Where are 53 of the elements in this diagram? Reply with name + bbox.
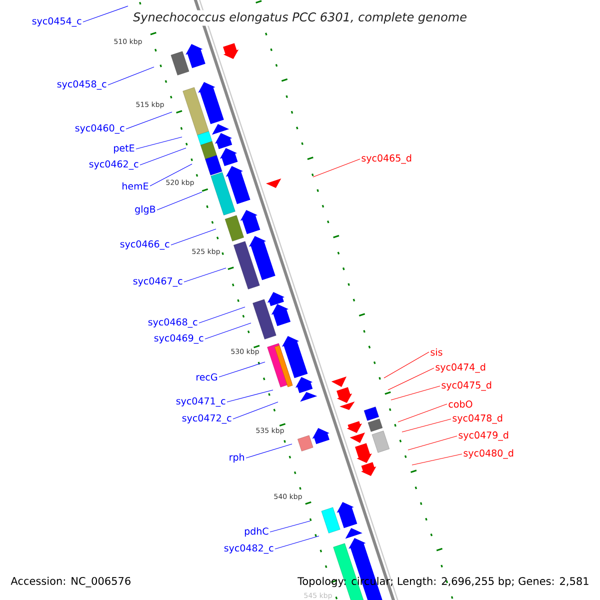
leader-line xyxy=(246,444,292,458)
leader-line xyxy=(226,390,274,402)
gene-label: syc0462_c xyxy=(89,160,138,170)
gene-label: syc0472_c xyxy=(182,414,232,424)
gene-label: syc0474_d xyxy=(436,363,486,373)
leader-line xyxy=(82,6,128,22)
leader-line xyxy=(150,164,192,186)
leader-line xyxy=(184,268,226,282)
gene-label: rph xyxy=(230,453,244,463)
footer-text: Accession: NC_006576 xyxy=(10,576,130,588)
leader-line xyxy=(140,148,186,166)
gene-label: petE xyxy=(114,144,134,154)
leader-line xyxy=(398,404,448,422)
leader-line xyxy=(156,192,202,210)
leader-line xyxy=(384,352,430,378)
gene-label: sis xyxy=(430,348,442,356)
leader-line xyxy=(108,66,154,86)
gene-label: cobO xyxy=(448,400,472,408)
leader-line xyxy=(204,322,252,340)
gene-label: syc0467_c xyxy=(133,277,182,287)
leader-line xyxy=(270,520,310,532)
leader-line xyxy=(408,436,458,450)
gene-label: syc0454_c xyxy=(32,17,82,27)
leader-line xyxy=(402,418,452,432)
leader-line xyxy=(136,136,182,150)
gene-label: syc0480_d xyxy=(464,449,514,459)
gene-label: syc0482_c xyxy=(224,544,274,554)
gene-label: syc0478_d xyxy=(452,414,502,424)
gene-label: syc0466_c xyxy=(120,240,170,250)
gene-label: hemE xyxy=(122,182,148,190)
gene-label: syc0458_c xyxy=(57,80,106,90)
leader-line xyxy=(232,402,278,420)
gene-label: syc0475_d xyxy=(442,381,492,391)
title: Synechococcus elongatus PCC 6301, complete genome xyxy=(131,10,469,26)
gene-label: syc0479_d xyxy=(458,431,508,441)
gene-label: pdhC xyxy=(244,527,268,537)
leader-line xyxy=(218,362,266,378)
leader-line xyxy=(388,368,434,390)
leader-line xyxy=(390,386,440,400)
leader-line xyxy=(126,112,172,130)
gene-label: syc0471_c xyxy=(176,397,226,407)
gene-label: syc0469_c xyxy=(154,334,204,344)
gene-label: recG xyxy=(196,373,218,381)
gene-label: syc0465_d xyxy=(362,154,412,164)
leader-line xyxy=(412,454,462,466)
gene-label: glgB xyxy=(135,205,156,215)
leader-line xyxy=(274,536,320,550)
gene-label: syc0468_c xyxy=(148,318,198,328)
gene-label: syc0460_c xyxy=(75,124,124,134)
leader-line xyxy=(198,306,246,324)
leader-line xyxy=(312,158,360,178)
footer-text: Topology: circular; Length: 2,696,255 bp; Genes: 2,581 xyxy=(298,576,588,588)
leader-line xyxy=(170,228,216,246)
